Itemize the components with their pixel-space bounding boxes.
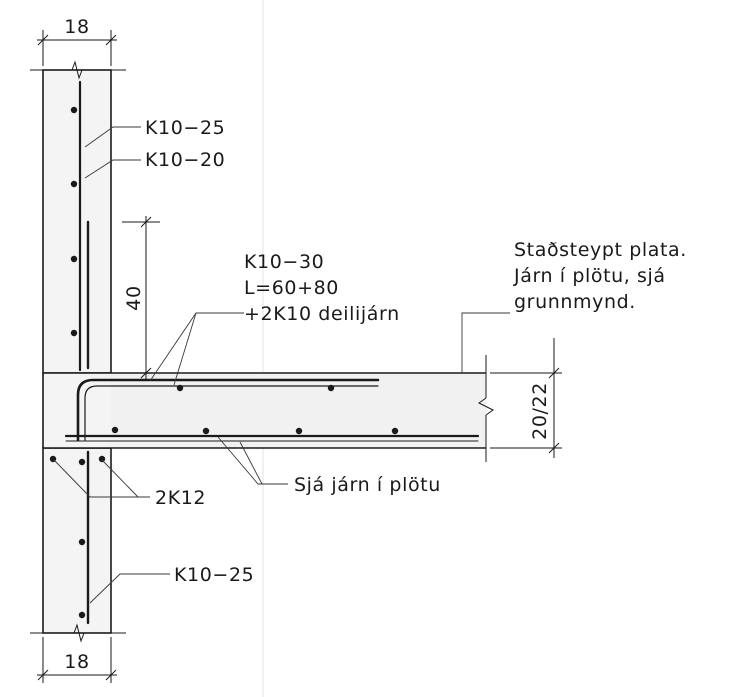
slab-note-line3: grunnmynd. — [514, 291, 636, 313]
leader-corner-bars — [53, 459, 150, 498]
leader-slab-reference-2 — [239, 441, 263, 485]
slab-top-l-bar-inner — [84, 385, 379, 441]
scan-artifact-vertical — [262, 0, 264, 697]
slab-callout-line2: L=60+80 — [244, 277, 339, 299]
wall-bottom-break-line — [30, 623, 126, 643]
dimension-anchorage-label: 40 — [123, 285, 145, 310]
dimension-slab-thickness — [490, 338, 562, 458]
label-lower-wall-rebar: K10−25 — [174, 564, 254, 586]
label-corner-bars: 2K12 — [155, 487, 206, 509]
slab-callout-line1: K10−30 — [244, 251, 324, 273]
slab-break-line — [478, 355, 494, 462]
leader-slab-callout-2 — [173, 312, 197, 386]
wall-lower — [42, 447, 112, 634]
wall-top-break-line — [30, 60, 126, 80]
dimension-wall-bottom — [37, 637, 117, 683]
slab-note-line1: Staðsteypt plata. — [514, 239, 687, 261]
leader-slab-reference — [217, 436, 288, 485]
leader-upper-outer — [84, 126, 141, 148]
wall-rebar-dots — [70, 106, 86, 619]
leader-lower-wall — [89, 573, 170, 604]
wall-upper — [42, 69, 112, 374]
slab-reference-label: Sjá járn í plötu — [294, 474, 441, 496]
label-upper-inner-rebar: K10−20 — [145, 149, 225, 171]
label-upper-outer-rebar: K10−25 — [145, 117, 225, 139]
slab-top-l-bar — [76, 378, 380, 442]
slab-callout-line3: +2K10 deilijárn — [244, 303, 400, 325]
leader-slab-callout — [149, 312, 244, 382]
leader-slab-note — [461, 312, 510, 373]
slab-note-line2: Járn í plötu, sjá — [513, 265, 666, 287]
dimension-wall-top-label: 18 — [64, 16, 89, 38]
dimension-anchorage — [122, 216, 160, 379]
slab-rebar-dots — [111, 384, 399, 435]
dimension-wall-top — [37, 30, 117, 66]
leader-corner-bars-2 — [101, 459, 139, 498]
dimension-slab-thickness-label: 20/22 — [529, 382, 551, 440]
leader-upper-inner — [84, 159, 141, 179]
dimension-wall-bottom-label: 18 — [64, 651, 89, 673]
